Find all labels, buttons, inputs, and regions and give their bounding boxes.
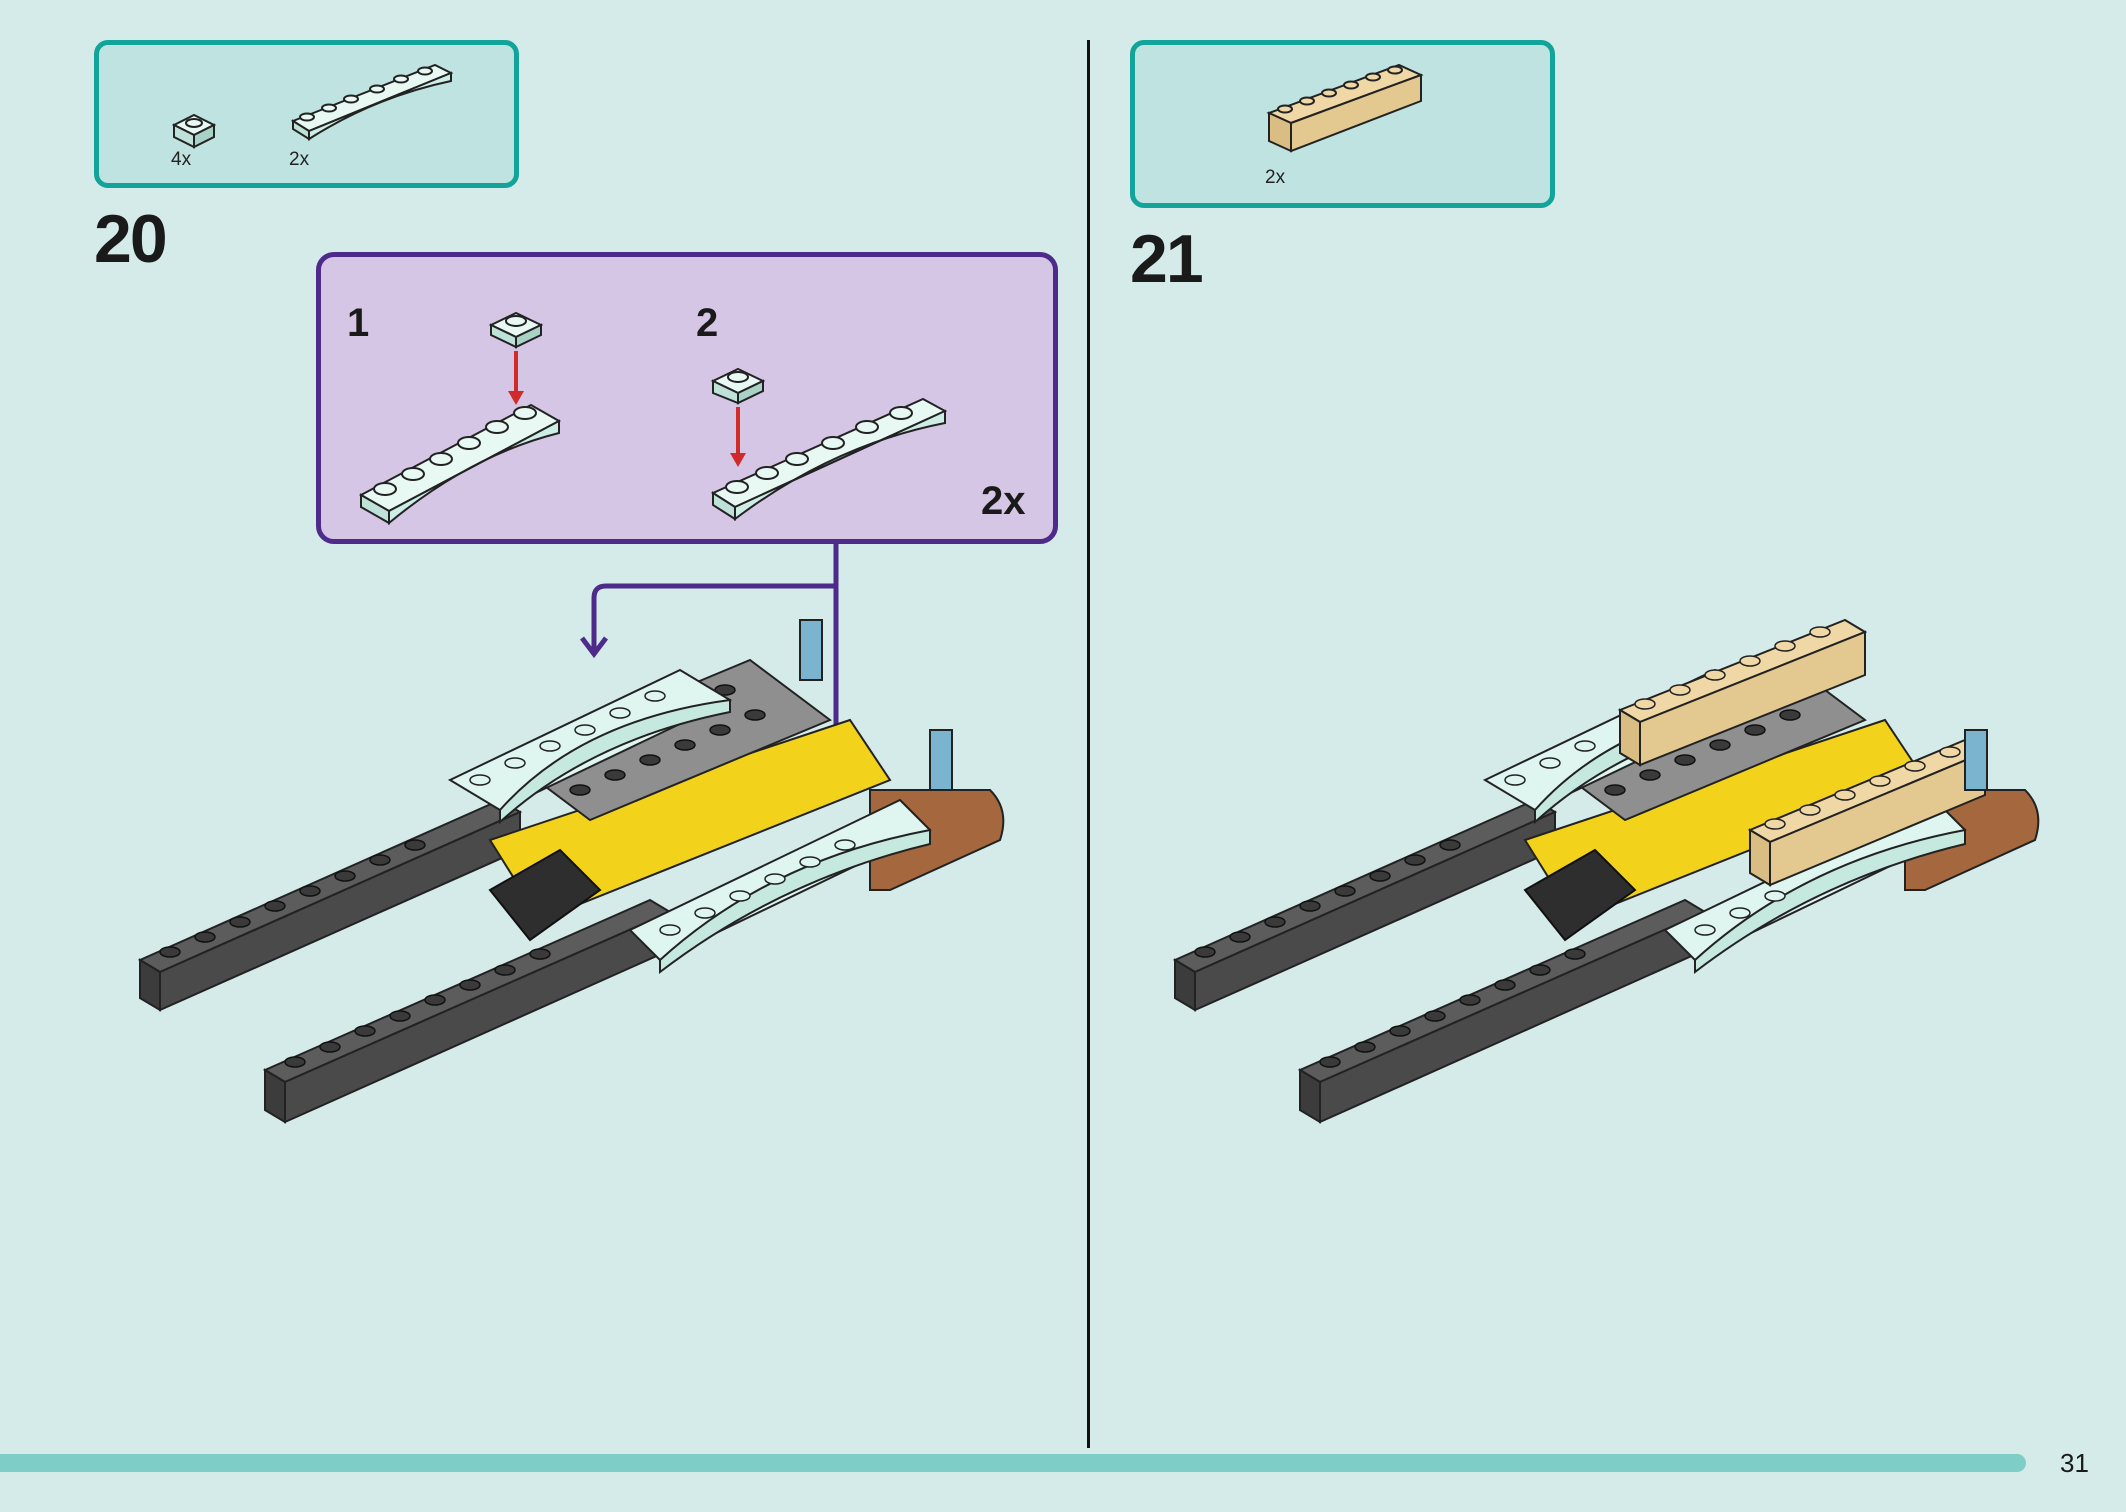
page-divider (1087, 40, 1090, 1448)
arch-plate-icon (290, 63, 454, 141)
step-21-model (1172, 618, 2040, 1124)
substep-number-2: 2 (696, 301, 719, 345)
arch-plate-icon (710, 397, 948, 522)
part-qty-arch: 2x (289, 149, 310, 170)
tan-brick-icon (1266, 63, 1424, 153)
plate-1x1-icon (710, 367, 766, 405)
part-qty-tan-brick: 2x (1265, 167, 1286, 188)
part-qty-plate: 4x (171, 149, 192, 170)
subassembly-callout: 1 2 2x (316, 252, 1058, 544)
substep-2-illustration (710, 367, 948, 522)
substep-number-1: 1 (347, 301, 370, 345)
substep-1-illustration (358, 311, 562, 526)
footer-bar (0, 1454, 2026, 1472)
subassembly-multiplier: 2x (981, 479, 1026, 523)
step-number-20: 20 (94, 201, 168, 277)
parts-callout-step-21: 2x (1130, 40, 1555, 208)
step-number-21: 21 (1130, 221, 1204, 297)
plate-1x1-icon (171, 113, 217, 149)
step-20-model (137, 619, 1005, 1124)
arch-plate-icon (358, 403, 562, 526)
parts-callout-step-20: 4x 2x (94, 40, 519, 188)
page-number: 31 (2060, 1448, 2089, 1478)
plate-1x1-icon (488, 311, 544, 349)
